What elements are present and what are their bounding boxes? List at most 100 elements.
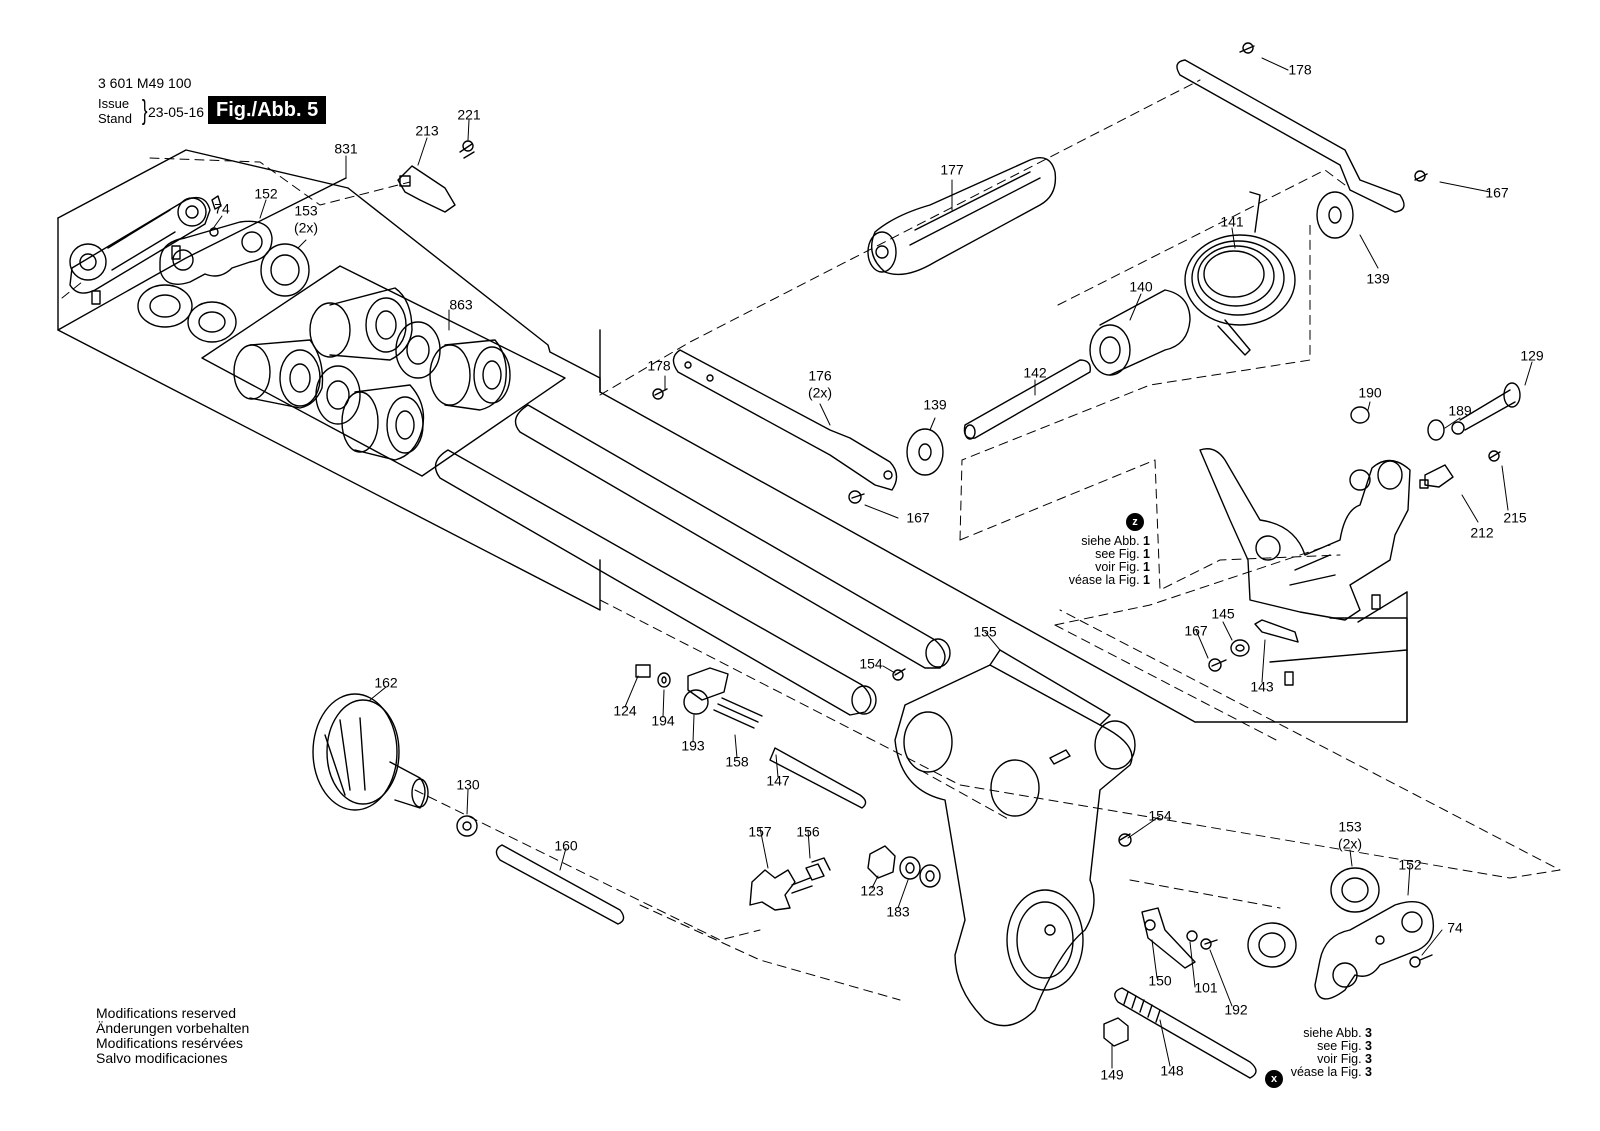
- part-label: 149: [1100, 1066, 1124, 1083]
- roller-set-box: [201, 265, 566, 477]
- part-label: 101: [1194, 979, 1218, 996]
- part-label: 183: [886, 903, 910, 920]
- modifications-line-es: Salvo modificaciones: [96, 1050, 228, 1066]
- part-label: 139: [923, 396, 947, 413]
- part-label: 152: [1398, 856, 1422, 873]
- part-label: 140: [1129, 278, 1153, 295]
- part-label: 192: [1224, 1001, 1248, 1018]
- leader-lines: [211, 57, 1533, 1069]
- reference-badge-x: x: [1265, 1070, 1283, 1088]
- part-label: (2x): [293, 219, 319, 236]
- part-label: 148: [1160, 1062, 1184, 1079]
- part-label: (2x): [807, 384, 833, 401]
- support-strap-178: [1176, 42, 1428, 213]
- part-label: 141: [1220, 213, 1244, 230]
- reference-line: siehe Abb. 1: [1081, 534, 1150, 548]
- part-label: 147: [766, 772, 790, 789]
- torsion-spring-141: [1184, 191, 1296, 356]
- reference-line: voir Fig. 1: [1095, 560, 1150, 574]
- part-label: 193: [681, 737, 705, 754]
- part-label: 167: [1485, 184, 1509, 201]
- part-label: (2x): [1337, 835, 1363, 852]
- clamp-plate-150: [1141, 907, 1218, 969]
- part-label: 145: [1211, 605, 1235, 622]
- reference-line: see Fig. 3: [1317, 1039, 1372, 1053]
- modifications-line-de: Änderungen vorbehalten: [96, 1020, 250, 1036]
- brace-glyph: }: [141, 94, 148, 125]
- adjustment-knob-162: [312, 693, 478, 837]
- bushing-140: [1089, 289, 1191, 376]
- part-label: 123: [860, 882, 884, 899]
- washers-139: [906, 191, 1354, 476]
- part-number: 3 601 M49 100: [98, 75, 192, 91]
- part-label: 215: [1503, 509, 1527, 526]
- issue-date: 23-05-16: [148, 104, 205, 120]
- guide-rails: [434, 404, 951, 716]
- part-label: 154: [1148, 807, 1172, 824]
- pin-160: [495, 844, 625, 925]
- carrier-arm-831: [69, 196, 211, 305]
- modifications-note: Modifications reserved Änderungen vorbeh…: [96, 1006, 249, 1066]
- guide-housing-155: [894, 649, 1136, 1027]
- reference-line: siehe Abb. 3: [1303, 1026, 1372, 1040]
- clip-213: [397, 140, 475, 213]
- reference-line: see Fig. 1: [1095, 547, 1150, 561]
- modifications-line-fr: Modifications resérvées: [96, 1035, 244, 1051]
- part-label: 139: [1366, 270, 1390, 287]
- part-label: 74: [214, 200, 230, 217]
- part-label: 212: [1470, 524, 1494, 541]
- nut-123: [867, 845, 941, 888]
- part-label: 167: [1184, 622, 1208, 639]
- part-label: 157: [748, 823, 772, 840]
- part-label: 130: [456, 776, 480, 793]
- modifications-line-en: Modifications reserved: [96, 1005, 237, 1021]
- part-label: 831: [334, 140, 358, 157]
- figure-label: Fig./Abb. 5: [208, 96, 327, 124]
- part-label: 142: [1023, 364, 1047, 381]
- reference-badge-z: z: [1126, 513, 1144, 531]
- stand-label: Stand: [98, 111, 132, 126]
- part-label: 162: [374, 674, 398, 691]
- strap-176: [652, 349, 898, 504]
- reference-line: voir Fig. 3: [1317, 1052, 1372, 1066]
- assembly-guide-lines: [61, 79, 1561, 1001]
- part-label: 150: [1148, 972, 1172, 989]
- part-label: 863: [449, 296, 473, 313]
- shaft-142: [963, 359, 1091, 440]
- part-label: 124: [613, 702, 637, 719]
- star-knob-157: [749, 857, 831, 911]
- main-frame-outline: [57, 149, 1408, 723]
- part-label: 213: [415, 122, 439, 139]
- reference-line: véase la Fig. 1: [1068, 573, 1150, 587]
- part-label: 158: [725, 753, 749, 770]
- part-label: 167: [906, 509, 930, 526]
- part-label: 154: [859, 655, 883, 672]
- pivot-bracket: [1199, 382, 1521, 621]
- part-label: 156: [796, 823, 820, 840]
- part-label: 177: [940, 161, 964, 178]
- part-label: 74: [1447, 919, 1463, 936]
- part-label: 160: [554, 837, 578, 854]
- part-label: 153: [294, 202, 318, 219]
- part-label: 189: [1448, 402, 1472, 419]
- part-label: 178: [647, 357, 671, 374]
- link-plate-152-left: [137, 195, 310, 343]
- issue-labels: Issue Stand: [98, 96, 132, 126]
- handle-grip-177: [867, 157, 1057, 276]
- reference-block-x: siehe Abb. 3 see Fig. 3 voir Fig. 3 véas…: [1262, 1027, 1372, 1079]
- part-label: 129: [1520, 347, 1544, 364]
- part-label: 194: [651, 712, 675, 729]
- part-label: 143: [1250, 678, 1274, 695]
- clamp-lever-143: [1208, 619, 1299, 686]
- part-label: 152: [254, 185, 278, 202]
- link-plate-152-right: [1247, 867, 1435, 1000]
- issue-label: Issue: [98, 96, 130, 111]
- part-label: 178: [1288, 61, 1312, 78]
- roller-sleeves-863: [233, 287, 511, 461]
- threaded-rod-148: [1103, 987, 1257, 1079]
- part-label: 221: [457, 106, 481, 123]
- part-label: 190: [1358, 384, 1382, 401]
- reference-line: véase la Fig. 3: [1290, 1065, 1372, 1079]
